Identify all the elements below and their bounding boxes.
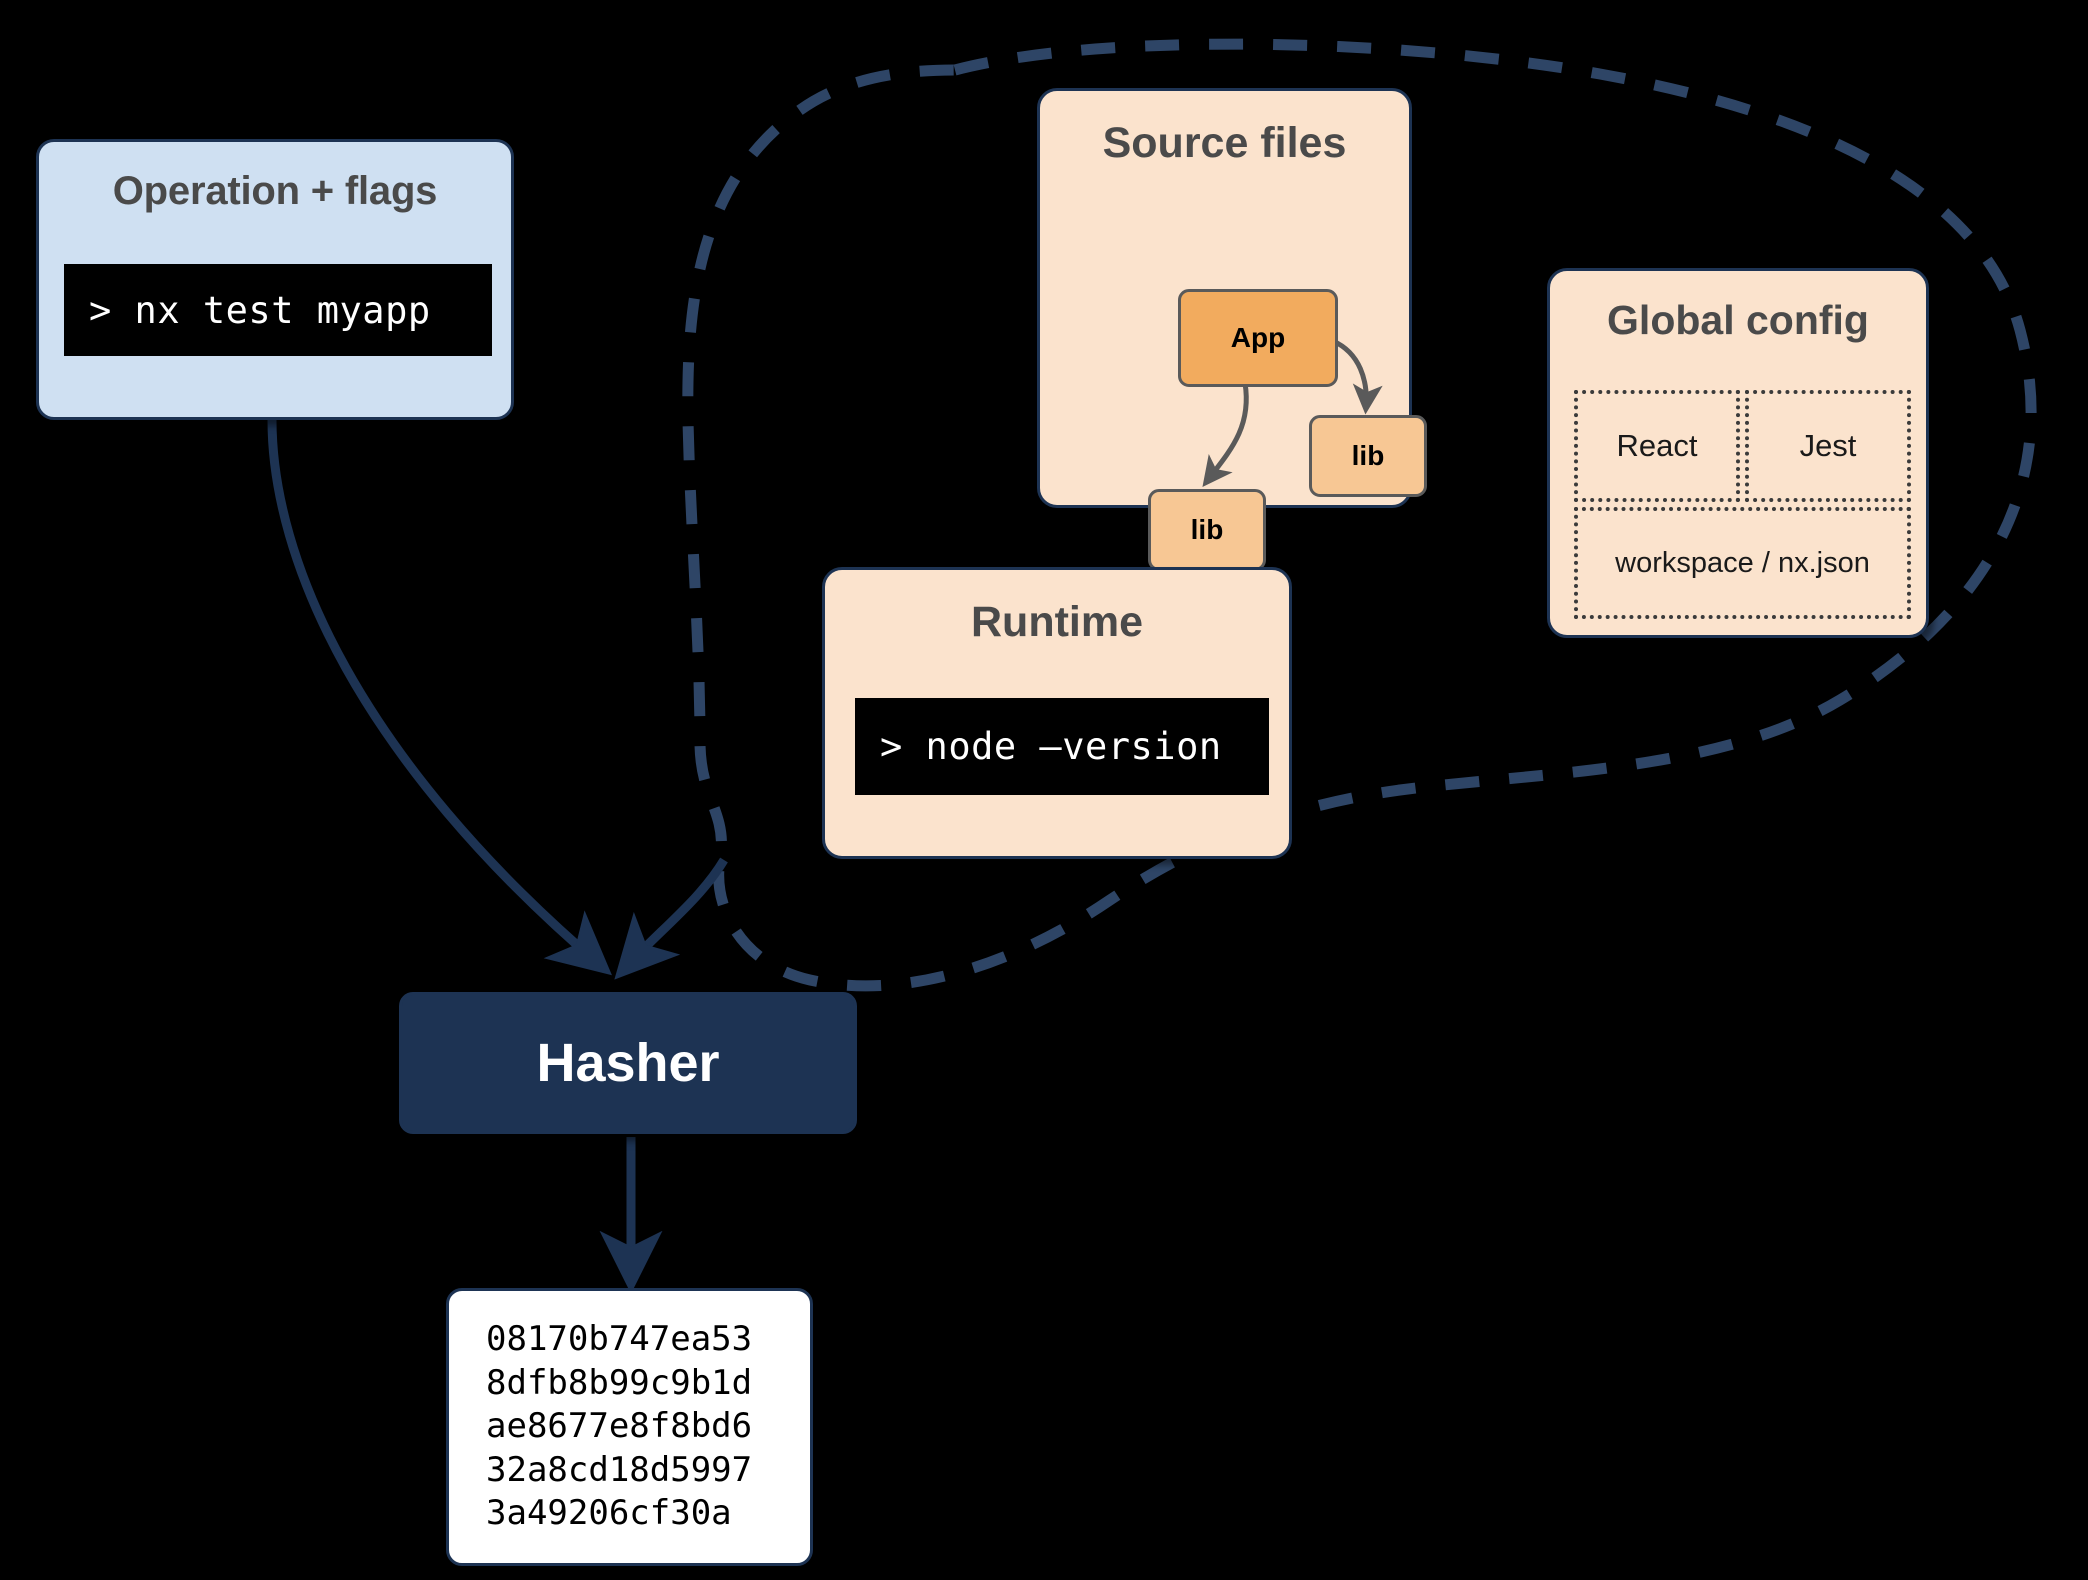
global-config-item-jest[interactable]: Jest — [1745, 390, 1911, 502]
hash-line: 32a8cd18d5997 — [486, 1449, 753, 1490]
source-node-lib-right[interactable]: lib — [1309, 415, 1427, 497]
hash-line: 08170b747ea53 — [486, 1319, 753, 1360]
source-files-title: Source files — [1102, 119, 1347, 167]
global-config-item-workspace[interactable]: workspace / nx.json — [1574, 507, 1911, 619]
arrow-inputs-to-hasher — [614, 857, 728, 980]
source-node-app[interactable]: App — [1178, 289, 1338, 387]
operation-flags-panel: Operation + flags > nx test myapp — [36, 139, 514, 420]
arrow-app-to-lib-right — [1331, 338, 1383, 415]
hash-line: 8dfb8b99c9b1d — [486, 1362, 753, 1403]
arrow-operation-to-hasher — [267, 419, 612, 976]
source-node-lib-left[interactable]: lib — [1148, 489, 1266, 571]
runtime-terminal: > node –version — [855, 698, 1269, 795]
global-config-panel: Global config React Jest workspace / nx.… — [1547, 268, 1929, 638]
hash-line: 3a49206cf30a — [486, 1493, 732, 1534]
global-config-item-react[interactable]: React — [1574, 390, 1740, 502]
operation-terminal-command: > nx test myapp — [89, 288, 431, 332]
runtime-panel: Runtime > node –version — [822, 567, 1292, 859]
hasher-node[interactable]: Hasher — [399, 992, 857, 1134]
runtime-title: Runtime — [971, 598, 1143, 646]
operation-flags-title: Operation + flags — [112, 169, 438, 213]
hash-line: ae8677e8f8bd6 — [486, 1406, 753, 1447]
source-files-panel: Source files App lib lib — [1037, 88, 1427, 571]
global-config-title: Global config — [1607, 297, 1869, 343]
hasher-label: Hasher — [536, 1033, 720, 1093]
runtime-terminal-command: > node –version — [880, 725, 1222, 768]
arrow-app-to-lib-left — [1202, 382, 1249, 487]
source-files-connector-layer — [1202, 338, 1383, 487]
operation-terminal: > nx test myapp — [64, 264, 492, 356]
hash-output-panel: 08170b747ea53 8dfb8b99c9b1d ae8677e8f8bd… — [446, 1288, 813, 1566]
